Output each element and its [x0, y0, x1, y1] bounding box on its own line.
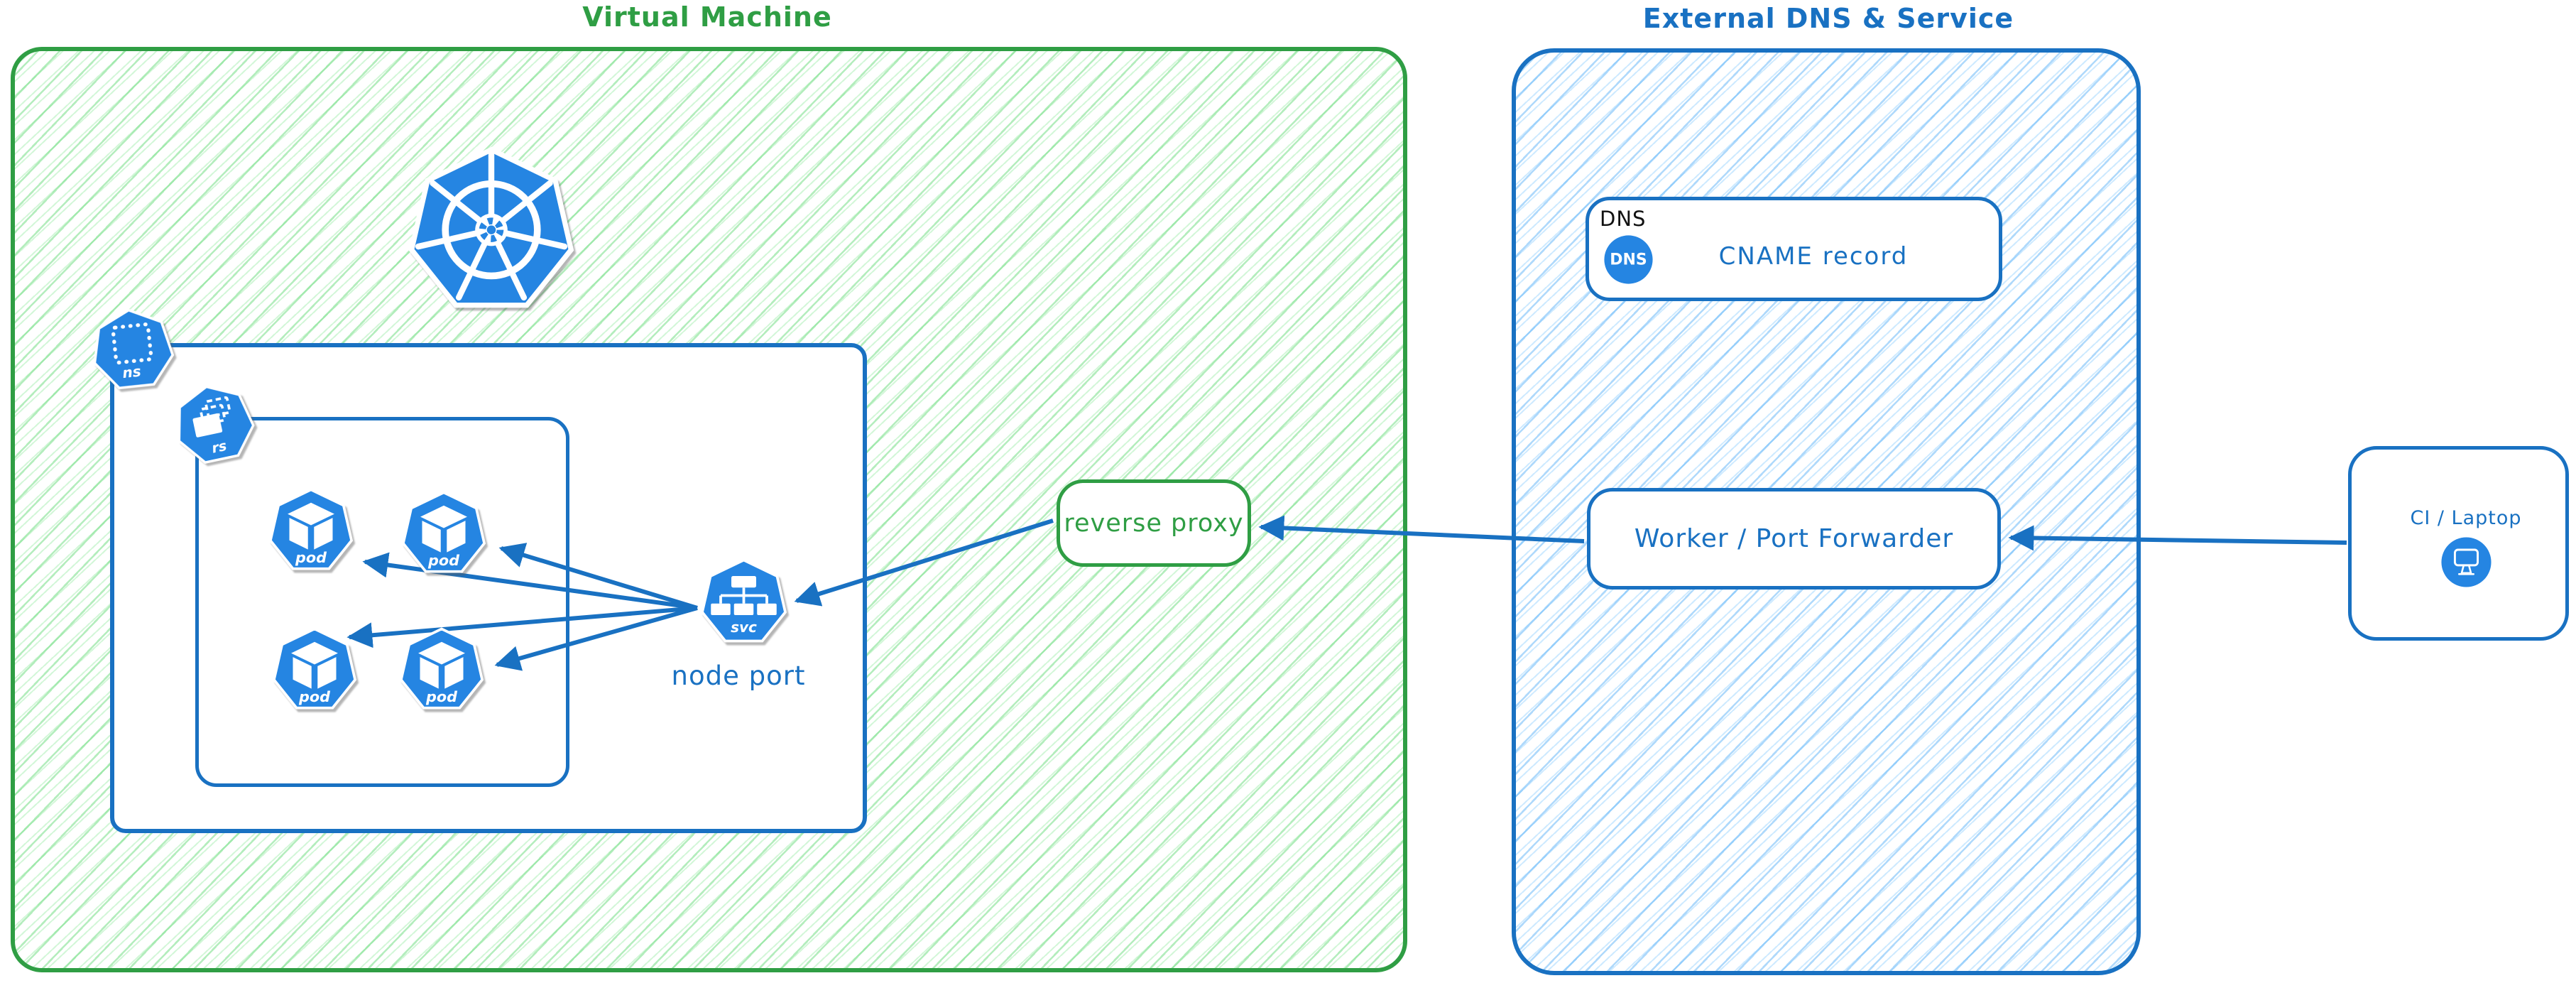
replicaset-stacked-rects-glyph: [192, 396, 231, 438]
pod-bottom-left-icon[interactable]: pod: [271, 627, 358, 714]
reverse-proxy-label: reverse proxy: [1064, 509, 1244, 538]
svg-text:pod: pod: [295, 549, 327, 566]
pod-cube-glyph: [418, 641, 465, 689]
reverse-proxy-box[interactable]: reverse proxy: [1057, 479, 1251, 567]
worker-port-forwarder-label: Worker / Port Forwarder: [1634, 524, 1954, 553]
dns-record-box[interactable]: [1586, 197, 2002, 301]
svg-text:rs: rs: [210, 438, 228, 457]
external-dns-group-title: External DNS & Service: [1642, 3, 2014, 34]
pod-cube-glyph: [288, 502, 334, 550]
dns-icon[interactable]: DNS: [1603, 234, 1654, 285]
svg-text:ns: ns: [121, 363, 142, 382]
pod-top-left-icon[interactable]: pod: [268, 488, 354, 575]
pod-bottom-right-icon[interactable]: pod: [398, 627, 485, 714]
arrow-svc-to-pod-bottom-left[interactable]: [346, 606, 698, 648]
service-icon[interactable]: svc: [699, 558, 788, 647]
service-tree-glyph: [711, 576, 777, 615]
namespace-icon[interactable]: ns: [87, 304, 179, 396]
svg-text:pod: pod: [425, 688, 458, 705]
svg-text:svc: svc: [731, 619, 757, 636]
cname-record-label: CNAME record: [1718, 242, 1909, 271]
monitor-glyph: [2453, 548, 2479, 575]
replicaset-box[interactable]: [195, 417, 569, 787]
namespace-dotted-square-glyph: [111, 322, 153, 365]
laptop-icon[interactable]: [2440, 536, 2492, 588]
arrow-reverse-proxy-to-svc[interactable]: [794, 518, 1054, 607]
replicaset-icon[interactable]: rs: [166, 376, 262, 472]
svg-text:DNS: DNS: [1610, 251, 1647, 269]
worker-port-forwarder-box[interactable]: Worker / Port Forwarder: [1587, 488, 2001, 590]
pod-top-right-icon[interactable]: pod: [400, 491, 487, 577]
arrow-svc-to-pod-bottom-right[interactable]: [494, 606, 698, 671]
arrow-laptop-to-worker[interactable]: [2008, 525, 2347, 551]
ci-laptop-label: CI / Laptop: [2410, 507, 2522, 529]
kubernetes-logo-icon[interactable]: [406, 146, 577, 317]
arrow-svc-to-pod-top-right[interactable]: [498, 543, 698, 610]
pod-cube-glyph: [420, 505, 467, 553]
svg-text:pod: pod: [298, 688, 331, 705]
arrow-svc-to-pod-top-left[interactable]: [362, 552, 698, 610]
pod-cube-glyph: [291, 641, 338, 689]
arrow-worker-to-reverse-proxy[interactable]: [1258, 515, 1585, 543]
vm-group-title: Virtual Machine: [582, 1, 832, 33]
kubernetes-wheel-glyph: [415, 151, 568, 301]
dns-tag-label: DNS: [1600, 207, 1647, 231]
node-port-label: node port: [671, 661, 806, 691]
svg-text:pod: pod: [427, 552, 460, 569]
